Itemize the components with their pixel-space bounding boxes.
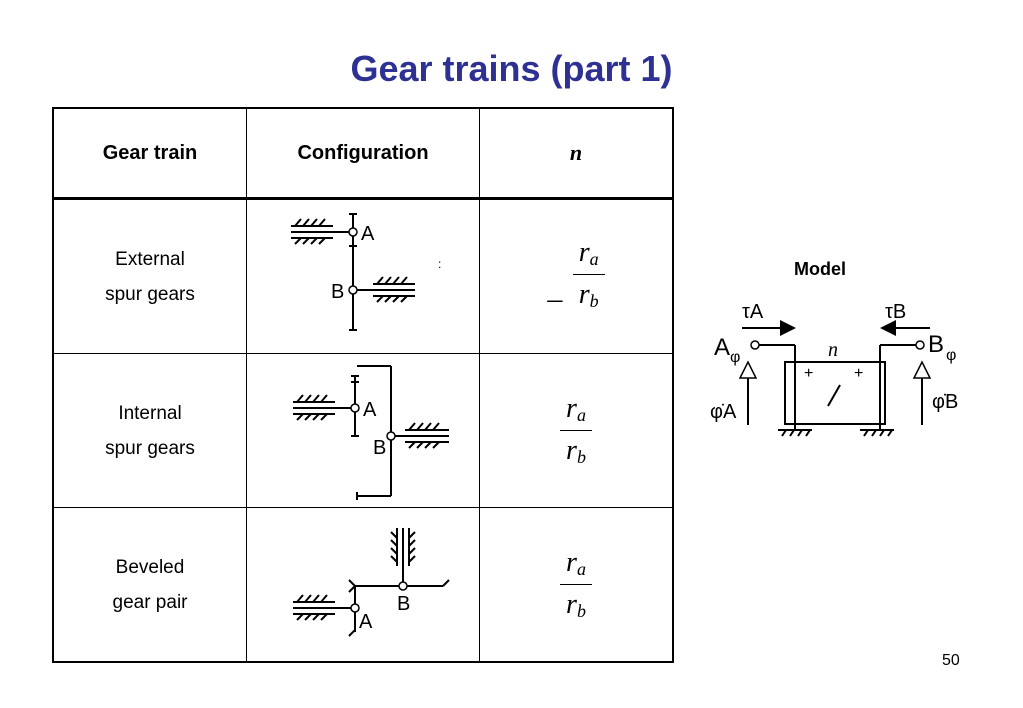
- negative-sign: –: [547, 281, 563, 315]
- row-label-line2: spur gears: [105, 283, 195, 305]
- row-label-line1: Beveled: [115, 556, 185, 578]
- fraction-denominator: rb: [573, 275, 605, 312]
- denominator-var: r: [566, 435, 577, 466]
- n-cell: ra rb: [479, 353, 674, 508]
- port-b-phi: φ: [946, 347, 956, 364]
- tau-a-label: τA: [742, 301, 764, 323]
- denominator-sub: b: [576, 447, 586, 467]
- phidot-a-label: φ̇A: [710, 401, 737, 423]
- page-number: 50: [942, 652, 960, 669]
- configuration-cell: A B :: [246, 198, 480, 354]
- row-label: Internal spur gears: [52, 353, 247, 508]
- fraction-numerator: ra: [560, 547, 592, 585]
- row-label-line2: spur gears: [105, 437, 195, 459]
- header-configuration: Configuration: [246, 107, 480, 200]
- configuration-cell: B A: [246, 507, 480, 663]
- slide-title: Gear trains (part 1): [350, 48, 673, 89]
- denominator-var: r: [566, 589, 577, 620]
- n-cell: – ra rb: [479, 198, 674, 354]
- fraction-numerator: ra: [560, 393, 592, 431]
- table-row: Beveled gear pair: [52, 507, 674, 663]
- table-row: External spur gears: [52, 198, 674, 354]
- plus-left: +: [804, 365, 813, 382]
- header-gear-train: Gear train: [52, 107, 247, 200]
- beveled-gear-pair-diagram: B A: [293, 527, 450, 637]
- internal-spur-gears-diagram: A B: [293, 364, 449, 500]
- plus-right: +: [854, 365, 863, 382]
- table-row: Internal spur gears: [52, 353, 674, 508]
- port-a-phi: φ: [730, 349, 740, 366]
- numerator-var: r: [566, 547, 577, 578]
- denominator-sub: b: [576, 601, 586, 621]
- row-label: External spur gears: [52, 198, 247, 354]
- gear-train-table: Gear train Configuration n External spur…: [52, 107, 674, 663]
- port-a-label: A: [714, 334, 730, 361]
- numerator-sub: a: [589, 249, 599, 270]
- n-cell: ra rb: [479, 507, 674, 663]
- ratio-fraction: ra rb: [572, 237, 605, 312]
- row-label-line1: External: [115, 248, 185, 270]
- numerator-var: r: [578, 237, 590, 269]
- phidot-b-label: φ̇B: [932, 391, 958, 413]
- gear-label-b: B: [331, 281, 344, 303]
- header-n: n: [479, 107, 674, 200]
- fraction-denominator: rb: [560, 585, 592, 622]
- row-label-line1: Internal: [118, 402, 182, 424]
- port-b-label: B: [928, 331, 944, 358]
- table-header-row: Gear train Configuration n: [52, 107, 674, 200]
- configuration-cell: A B: [246, 353, 480, 508]
- gear-label-a: A: [359, 611, 373, 633]
- row-label: Beveled gear pair: [52, 507, 247, 663]
- denominator-var: r: [578, 279, 590, 311]
- model-n-label: n: [828, 339, 838, 361]
- diagram-mark: :: [438, 257, 441, 271]
- model-title: Model: [794, 259, 846, 279]
- ratio-fraction: ra rb: [560, 393, 592, 468]
- numerator-var: r: [566, 393, 577, 424]
- numerator-sub: a: [576, 559, 586, 579]
- fraction-numerator: ra: [572, 237, 605, 276]
- external-spur-gears-diagram: A B :: [291, 212, 441, 331]
- denominator-sub: b: [589, 291, 599, 312]
- row-label-line2: gear pair: [112, 591, 188, 613]
- gear-model-diagram: τA τB A φ B φ n + + φ̇A φ̇B: [710, 301, 958, 437]
- fraction-denominator: rb: [560, 431, 592, 468]
- gear-label-a: A: [361, 223, 375, 245]
- gear-label-a: A: [363, 399, 377, 421]
- numerator-sub: a: [576, 405, 586, 425]
- tau-b-label: τB: [885, 301, 906, 323]
- gear-label-b: B: [373, 437, 386, 459]
- gear-label-b: B: [397, 593, 410, 615]
- ratio-fraction: ra rb: [560, 547, 592, 622]
